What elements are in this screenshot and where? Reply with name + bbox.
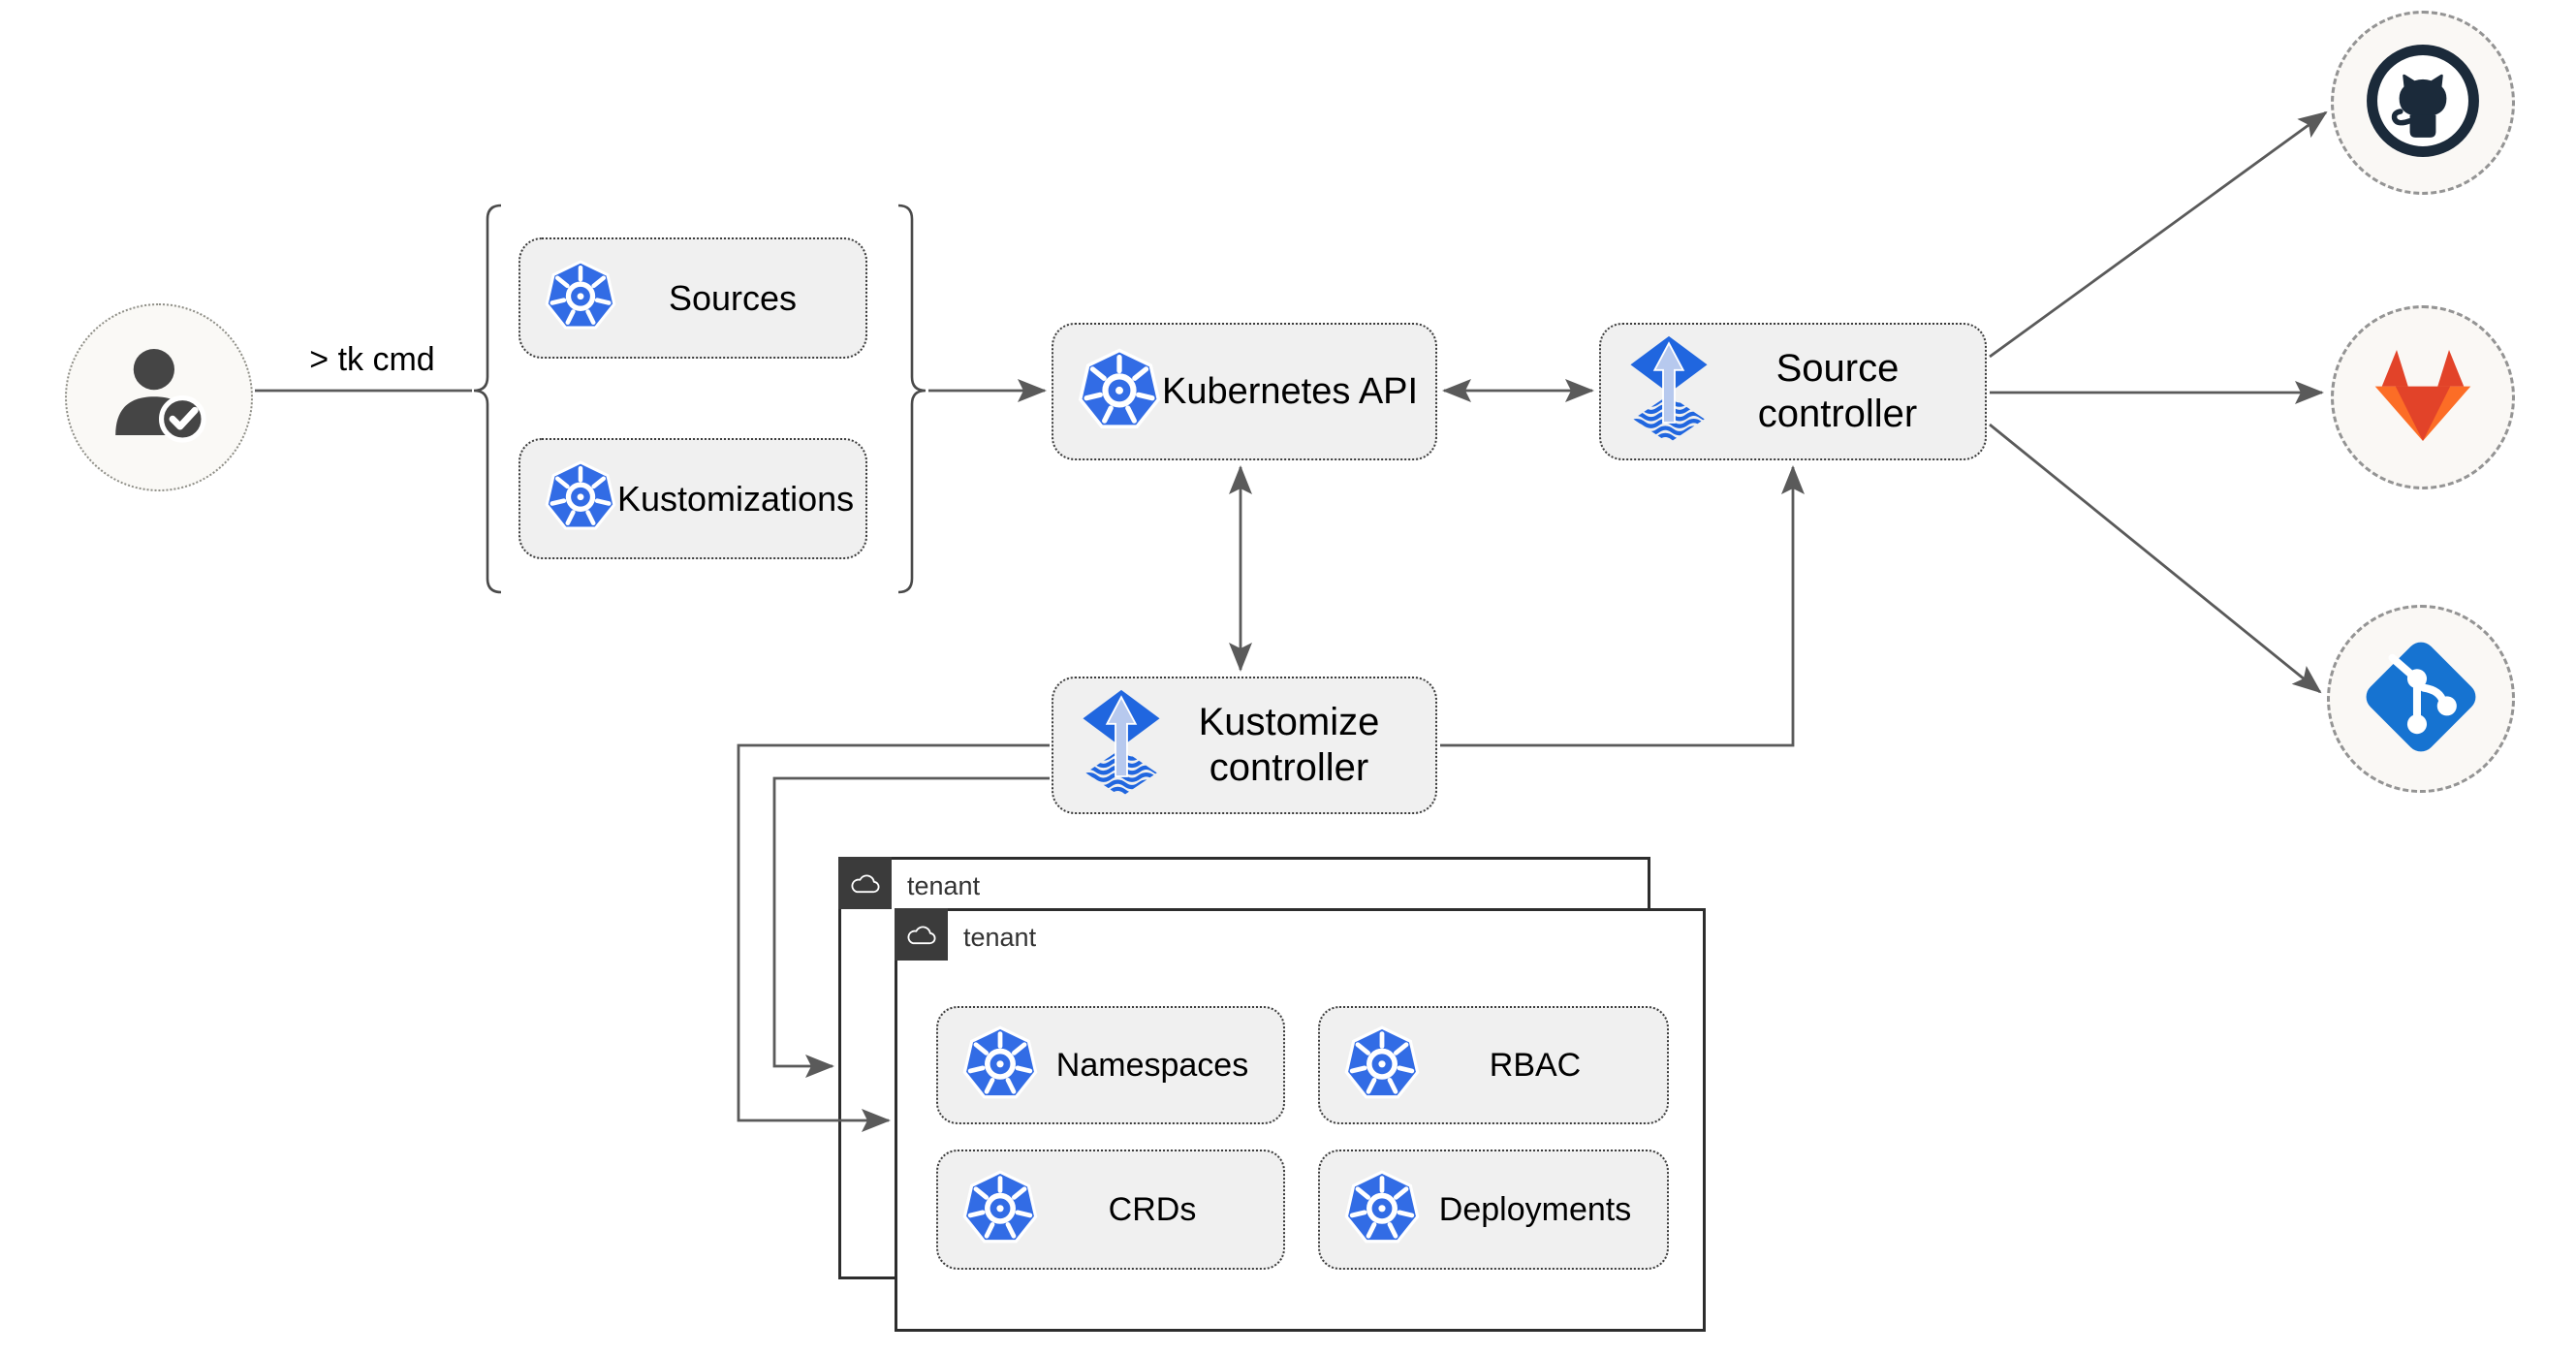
kubernetes-icon [961,1169,1039,1251]
connector-source-controller-to-github [1989,110,2328,359]
kubernetes-api-label: Kubernetes API [1162,370,1419,412]
cloud-icon [895,908,948,961]
crds-node: CRDs [936,1150,1285,1270]
tenant-back-label: tenant [907,871,981,900]
namespaces-node: Namespaces [936,1006,1285,1124]
kubernetes-icon [1343,1024,1421,1107]
user-avatar [65,303,253,491]
rbac-node: RBAC [1318,1006,1669,1124]
kustomize-icon [1624,334,1713,450]
right-brace [897,204,927,594]
left-brace [473,204,502,594]
connector-kustomize-to-source-controller [1440,465,1805,747]
kustomizations-node: Kustomizations [518,438,867,559]
github-icon [2364,42,2482,165]
github-repository-node [2331,11,2515,195]
source-controller-label: Source controller [1757,346,1918,435]
source-controller-node: Source controller [1599,323,1987,460]
kustomize-controller-label: Kustomize controller [1198,700,1380,789]
cloud-icon [838,857,892,909]
cli-command-label: > tk cmd [309,341,435,378]
kubernetes-icon [544,259,617,337]
tenant-front-label: tenant [963,923,1037,952]
kustomize-icon [1077,688,1166,804]
deployments-label: Deployments [1438,1190,1632,1228]
kubernetes-icon [1343,1169,1421,1251]
kubernetes-icon [961,1024,1039,1107]
sources-node: Sources [518,237,867,359]
namespaces-label: Namespaces [1055,1046,1249,1084]
crds-label: CRDs [1108,1190,1197,1228]
kubernetes-icon [1077,347,1162,437]
kustomizations-label: Kustomizations [617,478,855,519]
gitlab-repository-node [2331,305,2515,489]
tenant-box-front: tenant Namespaces RBAC CRDs Deployments [895,908,1706,1332]
kustomize-controller-node: Kustomize controller [1052,677,1437,814]
rbac-label: RBAC [1489,1046,1582,1084]
kubernetes-api-node: Kubernetes API [1052,323,1437,460]
gitlab-icon [2366,343,2480,453]
kubernetes-icon [544,459,617,538]
deployments-node: Deployments [1318,1150,1669,1270]
sources-label: Sources [668,277,798,318]
git-icon [2356,632,2486,767]
git-repository-node [2327,605,2515,793]
connector-source-controller-to-git [1989,423,2322,694]
person-check-icon [97,333,221,462]
